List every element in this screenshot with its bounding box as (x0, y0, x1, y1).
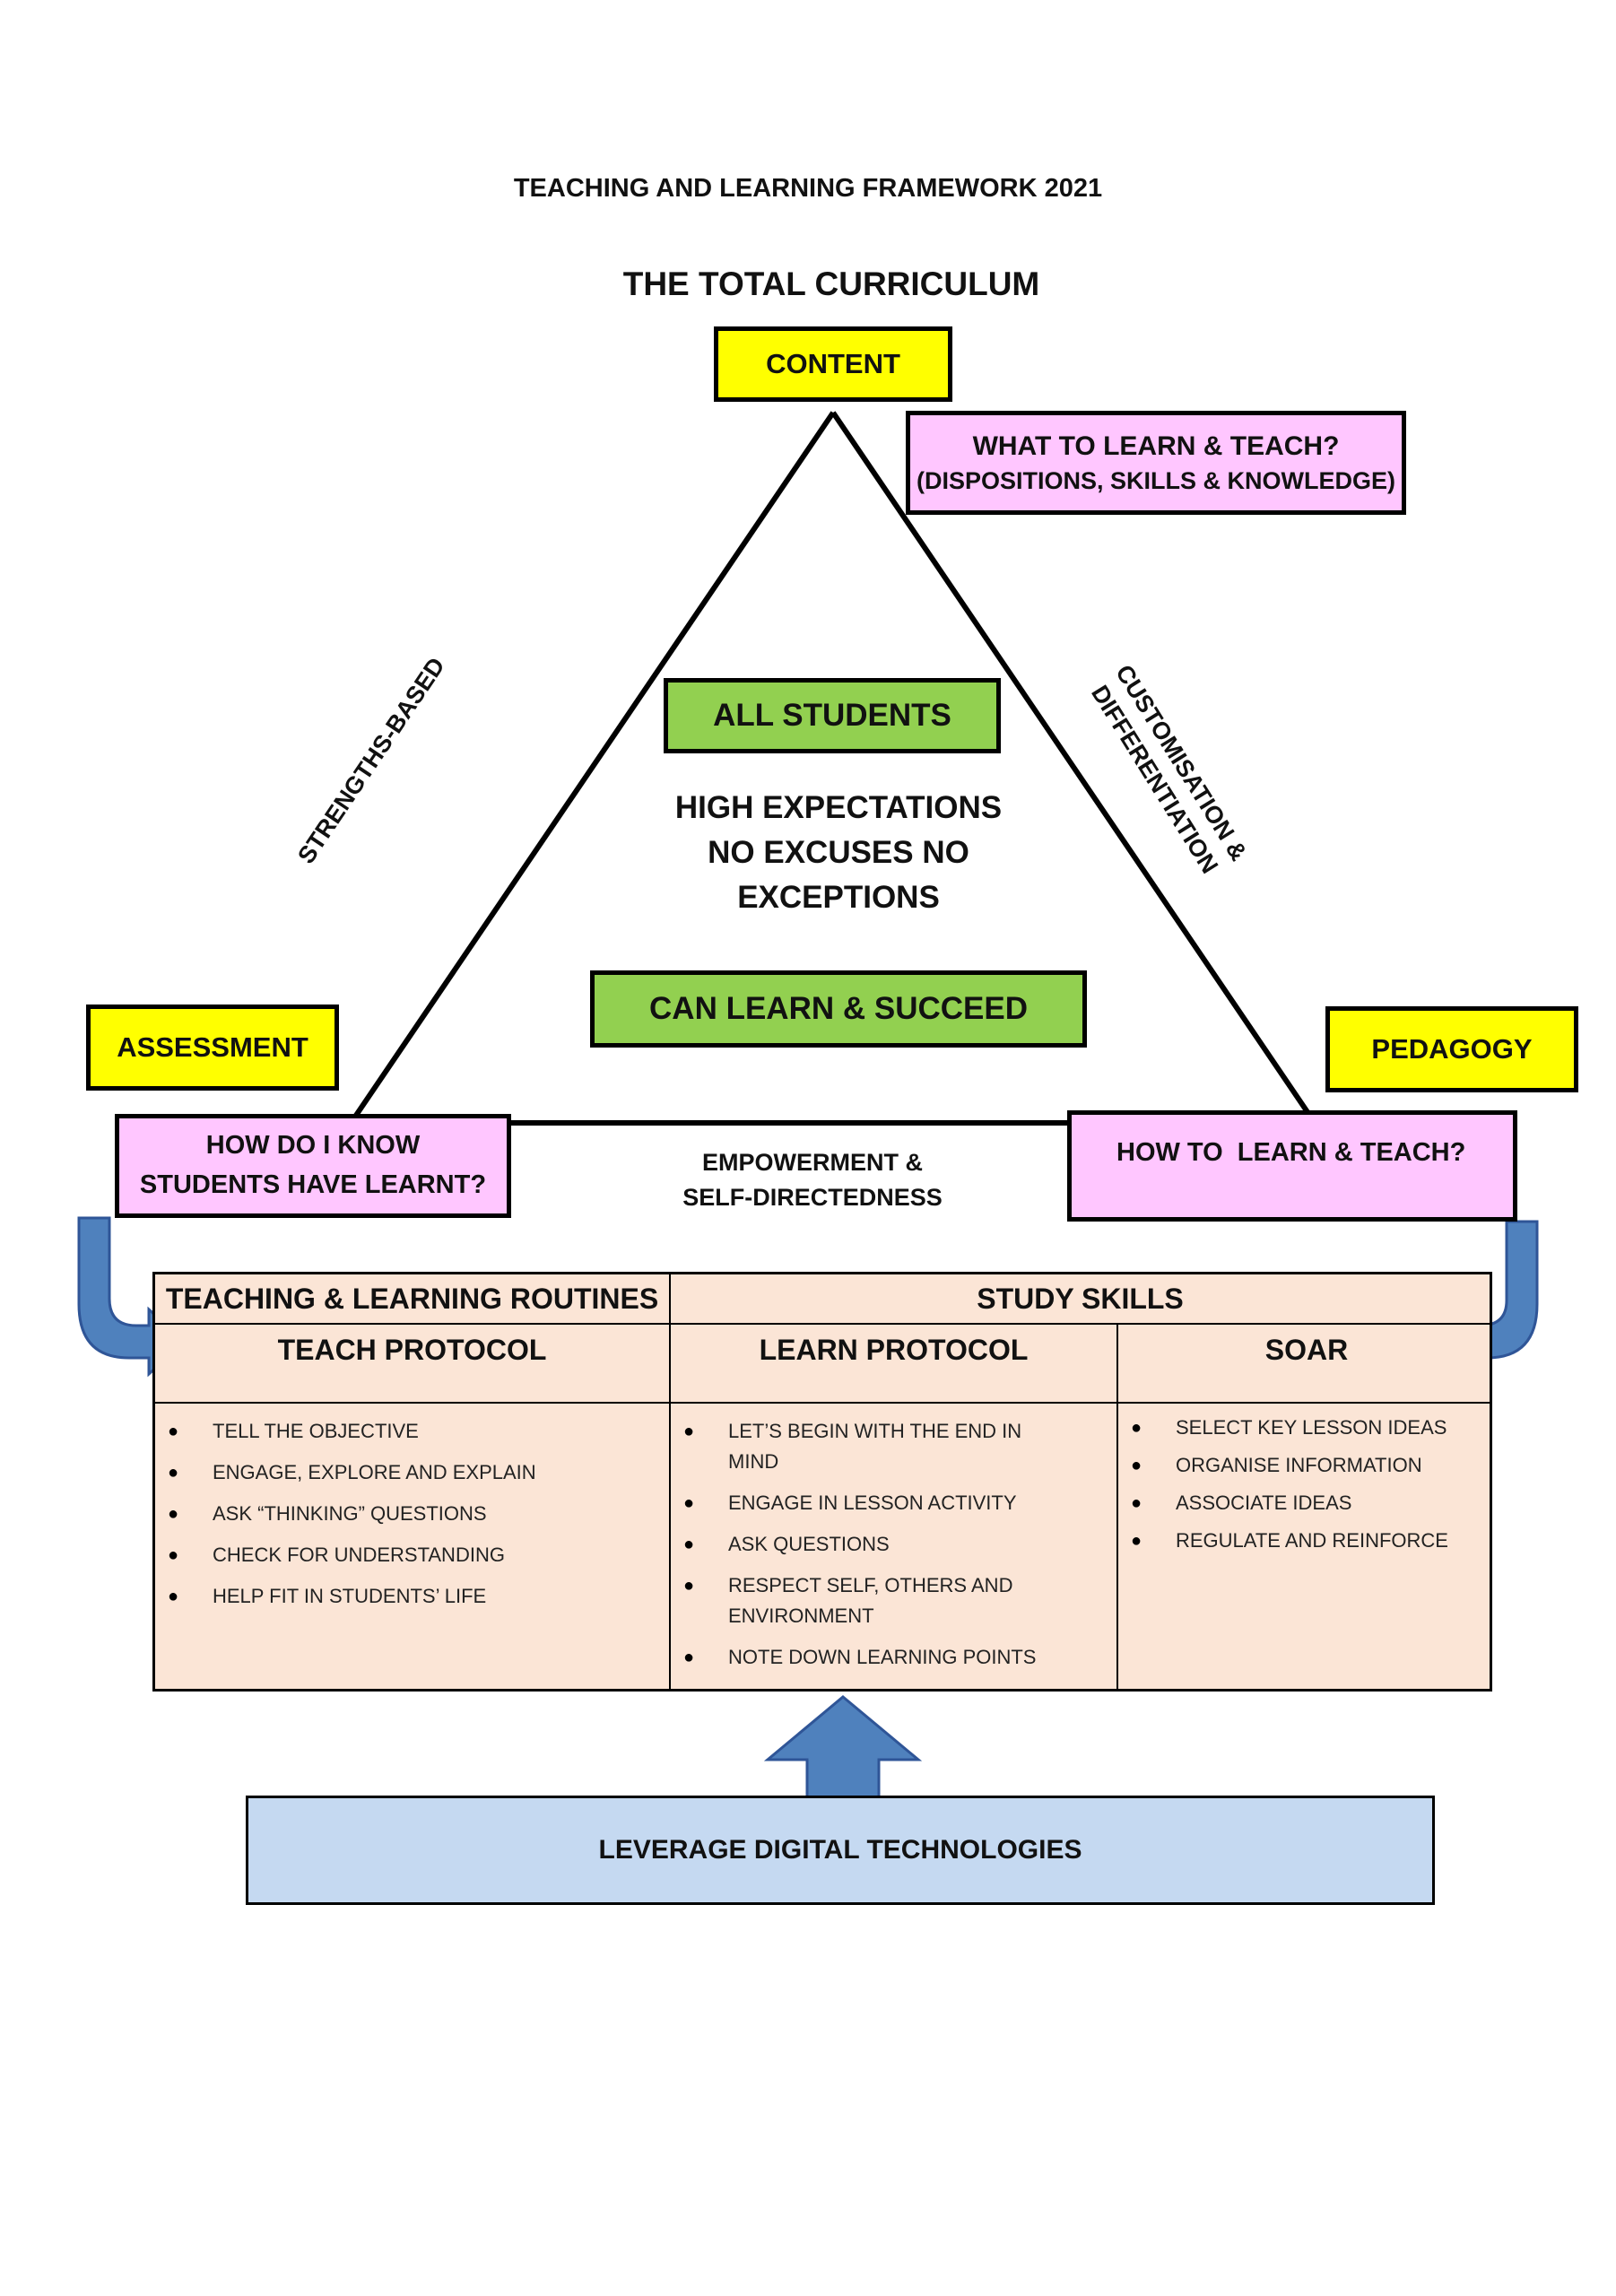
table-header-divider (155, 1402, 1490, 1404)
list-item: RESPECT SELF, OTHERS AND ENVIRONMENT (671, 1570, 1065, 1631)
leverage-digital-box: LEVERAGE DIGITAL TECHNOLOGIES (246, 1796, 1435, 1905)
learn-items-list: LET’S BEGIN WITH THE END IN MIND ENGAGE … (671, 1416, 1065, 1673)
empowerment-line2: SELF-DIRECTEDNESS (682, 1184, 943, 1211)
content-box: CONTENT (714, 326, 952, 402)
group-study-skills-header: STUDY SKILLS (977, 1282, 1184, 1315)
high-expectations-line1: HIGH EXPECTATIONS (674, 790, 1003, 825)
page-title: TEACHING AND LEARNING FRAMEWORK 2021 (513, 173, 1103, 203)
table-divider-2 (1116, 1323, 1118, 1689)
pedagogy-box: PEDAGOGY (1325, 1006, 1578, 1092)
group-routines-header: TEACHING & LEARNING ROUTINES (165, 1282, 659, 1315)
up-arrow (763, 1695, 923, 1799)
list-item: ASK QUESTIONS (671, 1529, 1065, 1560)
all-students-box: ALL STUDENTS (664, 678, 1001, 753)
list-item: ENGAGE, EXPLORE AND EXPLAIN (155, 1457, 669, 1488)
col-soar-header: SOAR (1264, 1334, 1349, 1366)
high-expectations-text: HIGH EXPECTATIONS NO EXCUSES NO EXCEPTIO… (628, 786, 1049, 920)
triangle-left-edge (351, 411, 836, 1121)
empowerment-label: EMPOWERMENT & SELF-DIRECTEDNESS (633, 1144, 992, 1216)
high-expectations-line3: EXCEPTIONS (737, 880, 940, 915)
page-subtitle: THE TOTAL CURRICULUM (622, 265, 1040, 302)
list-item: SELECT KEY LESSON IDEAS (1118, 1413, 1493, 1443)
list-item: ASSOCIATE IDEAS (1118, 1488, 1493, 1518)
col-learn-protocol-header: LEARN PROTOCOL (759, 1334, 1029, 1366)
teach-items-cell: TELL THE OBJECTIVE ENGAGE, EXPLORE AND E… (155, 1416, 669, 1622)
list-item: CHECK FOR UNDERSTANDING (155, 1540, 669, 1570)
list-item: ASK “THINKING” QUESTIONS (155, 1499, 669, 1529)
table-divider-1 (669, 1274, 671, 1689)
list-item: ORGANISE INFORMATION (1118, 1450, 1493, 1481)
how-do-i-know-line2: STUDENTS HAVE LEARNT? (139, 1170, 487, 1199)
high-expectations-line2: NO EXCUSES NO (708, 835, 969, 870)
how-do-i-know-line1: HOW DO I KNOW (205, 1131, 421, 1161)
col-teach-protocol-header: TEACH PROTOCOL (277, 1334, 547, 1366)
learn-items-cell: LET’S BEGIN WITH THE END IN MIND ENGAGE … (671, 1416, 1065, 1683)
what-to-learn-line1: WHAT TO LEARN & TEACH? (972, 430, 1340, 461)
empowerment-line1: EMPOWERMENT & (702, 1148, 923, 1176)
routines-table: TEACHING & LEARNING ROUTINES STUDY SKILL… (152, 1272, 1492, 1692)
what-to-learn-box: WHAT TO LEARN & TEACH? (DISPOSITIONS, SK… (906, 411, 1406, 515)
how-to-learn-label: HOW TO LEARN & TEACH? (1116, 1138, 1466, 1167)
soar-items-cell: SELECT KEY LESSON IDEAS ORGANISE INFORMA… (1118, 1413, 1493, 1563)
list-item: TELL THE OBJECTIVE (155, 1416, 669, 1447)
how-to-learn-box: HOW TO LEARN & TEACH? (1067, 1110, 1517, 1222)
teach-items-list: TELL THE OBJECTIVE ENGAGE, EXPLORE AND E… (155, 1416, 669, 1612)
soar-items-list: SELECT KEY LESSON IDEAS ORGANISE INFORMA… (1118, 1413, 1493, 1556)
list-item: ENGAGE IN LESSON ACTIVITY (671, 1488, 1065, 1518)
list-item: NOTE DOWN LEARNING POINTS (671, 1642, 1065, 1673)
assessment-box: ASSESSMENT (86, 1004, 339, 1091)
list-item: HELP FIT IN STUDENTS’ LIFE (155, 1581, 669, 1612)
how-do-i-know-box: HOW DO I KNOW STUDENTS HAVE LEARNT? (115, 1114, 511, 1218)
table-group-divider (155, 1323, 1490, 1325)
can-learn-box: CAN LEARN & SUCCEED (590, 970, 1087, 1048)
list-item: LET’S BEGIN WITH THE END IN MIND (671, 1416, 1065, 1477)
list-item: REGULATE AND REINFORCE (1118, 1526, 1493, 1556)
triangle-right-edge (830, 411, 1310, 1114)
what-to-learn-line2: (DISPOSITIONS, SKILLS & KNOWLEDGE) (916, 466, 1395, 494)
